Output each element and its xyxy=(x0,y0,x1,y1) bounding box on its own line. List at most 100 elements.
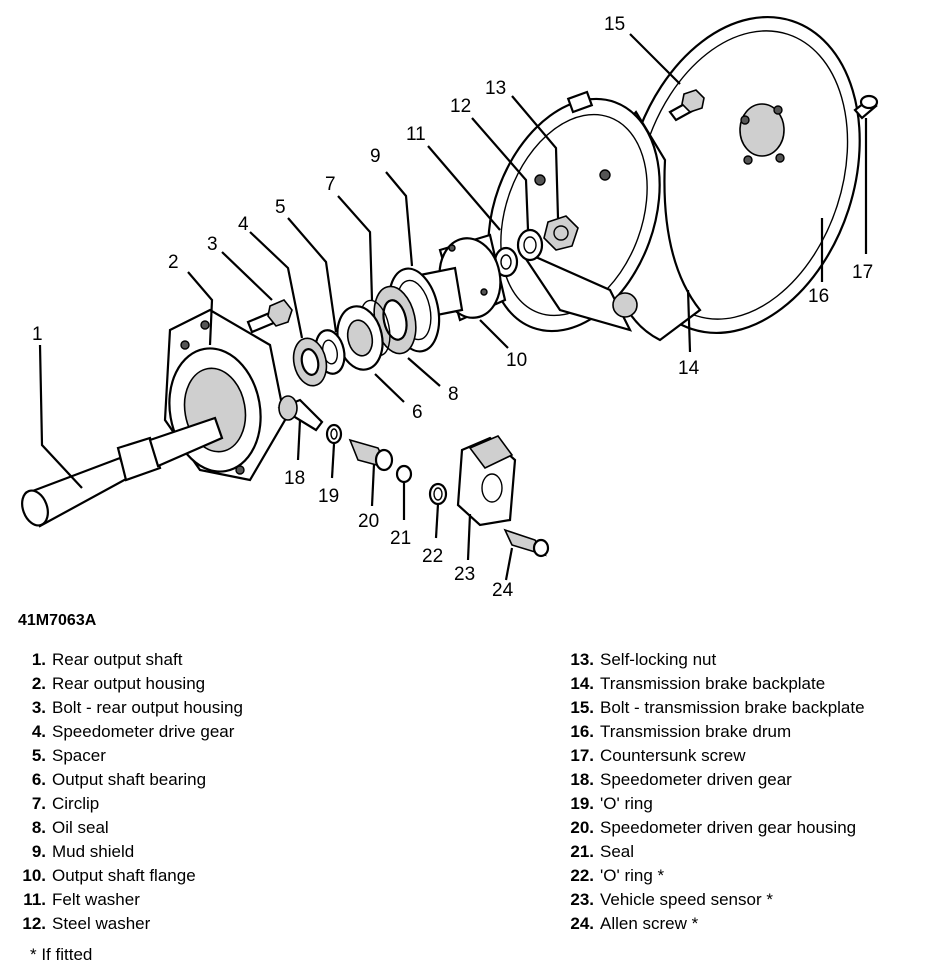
legend-item: 23. Vehicle speed sensor * xyxy=(564,888,865,912)
part-steel-washer xyxy=(516,228,544,262)
legend-item: 24. Allen screw * xyxy=(564,912,865,936)
legend-number: 23. xyxy=(570,890,594,909)
legend-number: 17. xyxy=(570,746,594,765)
legend-item: 17.Countersunk screw xyxy=(564,744,865,768)
legend-label: Transmission brake drum xyxy=(600,722,792,741)
legend-item: 8.Oil seal xyxy=(18,816,243,840)
callout-15: 15 xyxy=(604,14,625,35)
legend-label: Mud shield xyxy=(52,842,135,861)
figure-code: 41M7063A xyxy=(18,612,97,629)
part-seal xyxy=(395,464,413,484)
callout-2: 2 xyxy=(168,252,179,273)
part-felt-washer xyxy=(493,246,519,278)
legend-number: 1. xyxy=(31,650,46,669)
callout-1: 1 xyxy=(32,324,43,345)
legend-label: Circlip xyxy=(52,794,100,813)
legend-label: Output shaft bearing xyxy=(52,770,207,789)
exploded-diagram: 1 2 3 4 5 6 7 8 9 10 11 12 13 14 15 16 1… xyxy=(21,14,879,600)
legend-number: 2. xyxy=(31,674,46,693)
part-self-locking-nut xyxy=(543,215,579,251)
legend-item: 12.Steel washer xyxy=(18,912,243,936)
legend-item: 16.Transmission brake drum xyxy=(564,720,865,744)
legend-item: 1. Rear output shaft xyxy=(18,648,243,672)
legend-number: 13. xyxy=(570,650,594,669)
legend-number: 12. xyxy=(22,914,46,933)
leader-12 xyxy=(471,117,530,231)
callout-numbers: 1 2 3 4 5 6 7 8 9 10 11 12 13 14 15 16 1… xyxy=(32,14,873,600)
callout-16: 16 xyxy=(808,286,829,307)
legend-number: 21. xyxy=(570,842,594,861)
callout-10: 10 xyxy=(506,350,527,371)
part-speedometer-driven-gear xyxy=(277,395,324,432)
leader-19 xyxy=(330,443,336,479)
leader-23 xyxy=(466,513,472,561)
legend-number: 14. xyxy=(570,674,594,693)
footnote: * If fitted xyxy=(30,945,93,964)
legend-item: 11.Felt washer xyxy=(18,888,243,912)
part-rear-output-shaft xyxy=(21,416,224,528)
legend-item: 4. Speedometer drive gear xyxy=(18,720,243,744)
callout-6: 6 xyxy=(412,402,423,423)
part-bolt-backplate xyxy=(668,89,705,122)
legend-label: Speedometer driven gear xyxy=(600,770,792,789)
legend-label: Self-locking nut xyxy=(600,650,717,669)
legend-number: 5. xyxy=(31,746,46,765)
legend-item: 18. Speedometer driven gear xyxy=(564,768,865,792)
leader-7 xyxy=(337,195,374,301)
leader-9 xyxy=(385,171,414,267)
leader-4 xyxy=(249,231,304,339)
part-allen-screw xyxy=(503,528,550,558)
callout-14: 14 xyxy=(678,358,700,379)
leader-8 xyxy=(407,357,441,387)
legend-item: 21.Seal xyxy=(564,840,865,864)
legend-number: 8. xyxy=(31,818,46,837)
legend-item: 2.Rear output housing xyxy=(18,672,243,696)
legend-number: 7. xyxy=(31,794,46,813)
callout-23: 23 xyxy=(454,564,475,585)
callout-4: 4 xyxy=(238,214,249,235)
callout-7: 7 xyxy=(325,174,336,195)
legend-label: Allen screw * xyxy=(600,914,699,933)
legend-number: 11. xyxy=(23,890,46,909)
legend-label: Bolt - rear output housing xyxy=(52,698,243,717)
legend-label: 'O' ring * xyxy=(600,866,665,885)
leader-20 xyxy=(370,463,376,507)
legend-number: 15. xyxy=(570,698,594,717)
legend-right: 13. Self-locking nut 14. Transmission brake… xyxy=(564,648,865,936)
leader-1 xyxy=(38,344,83,489)
legend-item: 13. Self-locking nut xyxy=(564,648,865,672)
legend-label: Transmission brake backplate xyxy=(600,674,826,693)
leader-3 xyxy=(221,251,273,301)
legend-item: 3.Bolt - rear output housing xyxy=(18,696,243,720)
legend-label: 'O' ring xyxy=(600,794,653,813)
legend-item: 14. Transmission brake backplate xyxy=(564,672,865,696)
legend-label: Spacer xyxy=(52,746,106,765)
legend-label: Vehicle speed sensor * xyxy=(600,890,773,909)
legend-item: 20.Speedometer driven gear housing xyxy=(564,816,865,840)
callout-24: 24 xyxy=(492,580,514,600)
legend-label: Rear output shaft xyxy=(52,650,183,669)
callout-12: 12 xyxy=(450,96,471,117)
part-vehicle-speed-sensor xyxy=(456,435,517,527)
legend-number: 24. xyxy=(570,914,594,933)
leader-2 xyxy=(187,271,214,346)
legend-label: Speedometer drive gear xyxy=(52,722,235,741)
leader-22 xyxy=(434,503,440,539)
callout-11: 11 xyxy=(406,124,426,145)
callout-22: 22 xyxy=(422,546,443,567)
legend-label: Output shaft flange xyxy=(52,866,196,885)
callout-18: 18 xyxy=(284,468,305,489)
legend-item: 5. Spacer xyxy=(18,744,243,768)
leader-24 xyxy=(504,547,514,581)
legend-number: 18. xyxy=(570,770,594,789)
legend-number: 9. xyxy=(31,842,46,861)
part-countersunk-screw xyxy=(853,94,879,120)
callout-8: 8 xyxy=(448,384,459,405)
legend-label: Bolt - transmission brake backplate xyxy=(600,698,865,717)
callout-19: 19 xyxy=(318,486,339,507)
legend-label: Speedometer driven gear housing xyxy=(600,818,857,837)
part-bolt-rear-housing xyxy=(246,299,293,334)
legend-item: 19.'O' ring xyxy=(564,792,865,816)
legend-number: 4. xyxy=(31,722,46,741)
callout-21: 21 xyxy=(390,528,411,549)
